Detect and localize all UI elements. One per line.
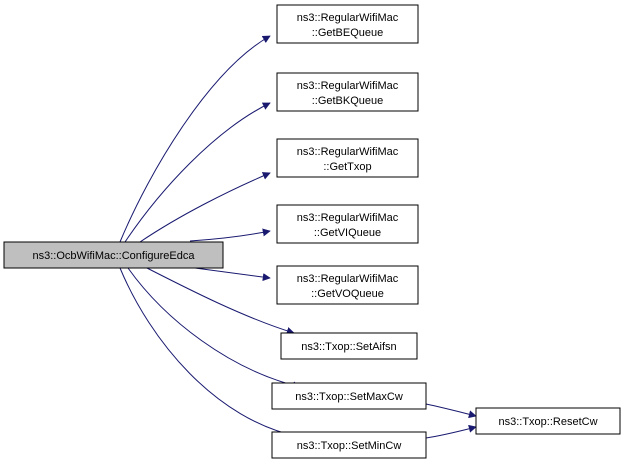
edge-set-min-cw-to-reset-cw — [425, 424, 477, 439]
node-label-get-vo-queue-line1: ns3::RegularWifiMac — [297, 273, 399, 285]
node-label-set-min-cw: ns3::Txop::SetMinCw — [297, 440, 402, 452]
edge-set-max-cw-to-reset-cw — [425, 403, 477, 419]
node-label-get-txop-line2: ::GetTxop — [323, 161, 371, 173]
node-label-reset-cw: ns3::Txop::ResetCw — [498, 416, 597, 428]
node-get-vi-queue[interactable]: ns3::RegularWifiMac ::GetVIQueue — [276, 204, 419, 244]
node-label-get-vi-queue-line2: ::GetVIQueue — [314, 227, 381, 239]
node-set-min-cw[interactable]: ns3::Txop::SetMinCw — [271, 431, 427, 459]
node-get-bk-queue[interactable]: ns3::RegularWifiMac ::GetBKQueue — [276, 72, 419, 112]
node-label-get-vi-queue-line1: ns3::RegularWifiMac — [297, 212, 399, 224]
edge-configure-edca-to-set-min-cw — [119, 267, 301, 440]
node-set-max-cw[interactable]: ns3::Txop::SetMaxCw — [271, 382, 427, 410]
node-box-get-txop — [276, 138, 419, 178]
node-label-get-be-queue-line1: ns3::RegularWifiMac — [297, 12, 399, 24]
node-set-aifsn[interactable]: ns3::Txop::SetAifsn — [280, 332, 418, 360]
node-label-get-be-queue-line2: ::GetBEQueue — [312, 27, 384, 39]
node-box-configure-edca — [3, 241, 224, 269]
node-label-get-vo-queue-line2: ::GetVOQueue — [311, 288, 384, 300]
node-label-get-bk-queue-line1: ns3::RegularWifiMac — [297, 80, 399, 92]
edge-configure-edca-to-get-vi-queue — [189, 228, 271, 242]
node-configure-edca[interactable]: ns3::OcbWifiMac::ConfigureEdca — [3, 241, 224, 269]
node-label-set-aifsn: ns3::Txop::SetAifsn — [301, 341, 396, 353]
edge-configure-edca-to-get-txop — [139, 172, 271, 243]
node-box-set-min-cw — [271, 431, 427, 459]
node-box-get-bk-queue — [276, 72, 419, 112]
node-get-txop[interactable]: ns3::RegularWifiMac ::GetTxop — [276, 138, 419, 178]
node-get-be-queue[interactable]: ns3::RegularWifiMac ::GetBEQueue — [276, 4, 419, 44]
node-get-vo-queue[interactable]: ns3::RegularWifiMac ::GetVOQueue — [276, 265, 419, 305]
edge-configure-edca-to-set-max-cw — [127, 267, 301, 390]
node-label-get-txop-line1: ns3::RegularWifiMac — [297, 146, 399, 158]
edge-configure-edca-to-get-bk-queue — [124, 102, 271, 243]
node-box-set-max-cw — [271, 382, 427, 410]
edges — [119, 35, 477, 440]
node-label-configure-edca: ns3::OcbWifiMac::ConfigureEdca — [32, 250, 195, 262]
node-reset-cw[interactable]: ns3::Txop::ResetCw — [475, 407, 621, 435]
edge-configure-edca-to-get-be-queue — [119, 35, 271, 243]
node-box-set-aifsn — [280, 332, 418, 360]
edge-configure-edca-to-set-aifsn — [144, 266, 295, 335]
node-box-get-vo-queue — [276, 265, 419, 305]
node-box-get-vi-queue — [276, 204, 419, 244]
node-label-set-max-cw: ns3::Txop::SetMaxCw — [295, 391, 403, 403]
node-label-get-bk-queue-line2: ::GetBKQueue — [312, 95, 384, 107]
node-box-reset-cw — [475, 407, 621, 435]
node-box-get-be-queue — [276, 4, 419, 44]
